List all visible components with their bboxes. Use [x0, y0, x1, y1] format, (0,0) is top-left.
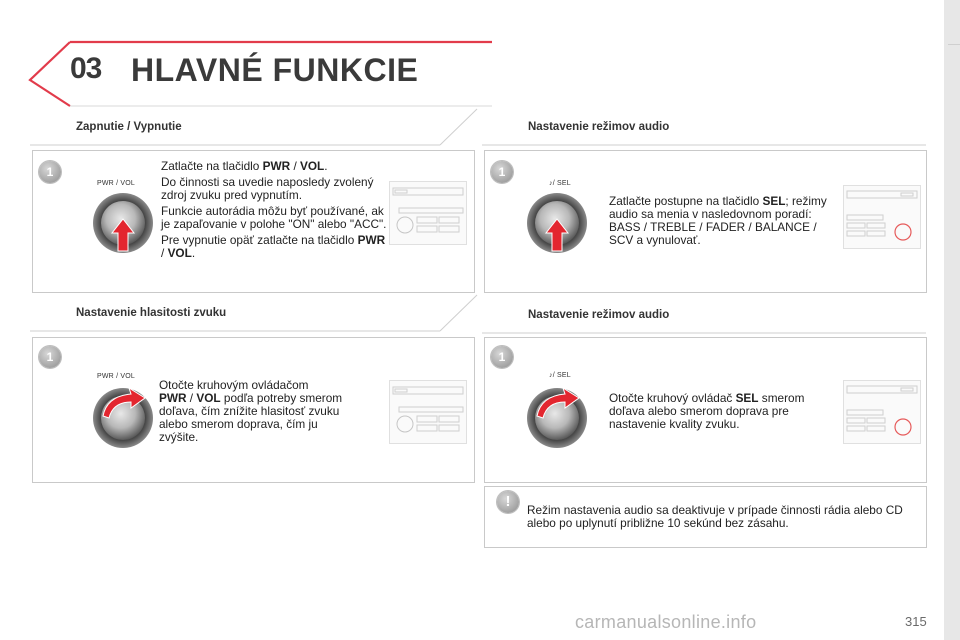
volume-instructions: Otočte kruhovým ovládačom PWR / VOL podľ… — [159, 378, 343, 444]
section-title-audio-press: Nastavenie režimov audio — [482, 108, 927, 146]
audio-press-panel: 1 ♪/ SEL Zatlačte postupne na tlačidlo S… — [484, 150, 927, 293]
warning-note-panel: ! Režim nastavenia audio sa deaktivuje v… — [484, 486, 927, 548]
power-panel: 1 PWR / VOL Zatlačte na tlačidlo PWR / V… — [32, 150, 475, 293]
audio-press-instructions: Zatlačte postupne na tlačidlo SEL; režim… — [609, 194, 827, 247]
knob-label: ♪/ SEL — [549, 372, 571, 379]
step-number-badge: 1 — [39, 161, 61, 183]
section-title-power: Zapnutie / Vypnutie — [30, 108, 478, 146]
page-title: HLAVNÉ FUNKCIE — [131, 52, 419, 88]
warning-icon: ! — [497, 491, 519, 513]
knob-label: PWR / VOL — [97, 373, 135, 380]
page-number: 315 — [905, 614, 927, 629]
knob-label: ♪/ SEL — [549, 180, 571, 187]
side-tab-divider — [948, 44, 960, 45]
chapter-header-band — [0, 38, 500, 108]
power-knob-push-icon — [93, 193, 153, 253]
step-number-badge: 1 — [39, 346, 61, 368]
radio-front-panel-illustration — [843, 185, 921, 249]
section-title-text: Nastavenie režimov audio — [528, 309, 670, 321]
step-number-badge: 1 — [491, 346, 513, 368]
section-title-text: Nastavenie hlasitosti zvuku — [76, 307, 227, 319]
side-tab-strip — [944, 0, 960, 640]
section-title-text: Zapnutie / Vypnutie — [76, 121, 182, 133]
radio-front-panel-illustration — [389, 181, 467, 245]
audio-rotate-instructions: Otočte kruhový ovládač SEL smerom doľava… — [609, 391, 805, 431]
section-title-text: Nastavenie režimov audio — [528, 121, 670, 133]
section-title-audio-rotate: Nastavenie režimov audio — [482, 296, 927, 334]
chapter-number: 03 — [70, 52, 102, 85]
volume-panel: 1 PWR / VOL Otočte kruhovým ovládačom PW… — [32, 337, 475, 483]
radio-front-panel-illustration — [843, 380, 921, 444]
audio-rotate-panel: 1 ♪/ SEL Otočte kruhový ovládač SEL smer… — [484, 337, 927, 483]
section-title-volume: Nastavenie hlasitosti zvuku — [30, 294, 478, 332]
power-instructions: Zatlačte na tlačidlo PWR / VOL. Do činno… — [161, 159, 387, 260]
radio-front-panel-illustration — [389, 380, 467, 444]
watermark: carmanualsonline.info — [575, 612, 757, 632]
sel-knob-push-icon — [527, 193, 587, 253]
warning-text: Režim nastavenia audio sa deaktivuje v p… — [527, 503, 903, 530]
step-number-badge: 1 — [491, 161, 513, 183]
volume-knob-rotate-icon — [93, 386, 153, 448]
sel-knob-rotate-icon — [527, 386, 587, 448]
knob-label: PWR / VOL — [97, 180, 135, 187]
